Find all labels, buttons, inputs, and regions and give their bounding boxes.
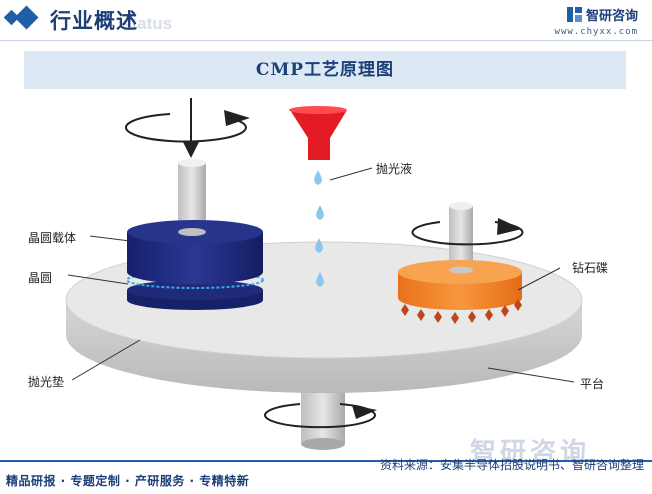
slurry-funnel [289, 106, 347, 160]
label-slurry: 抛光液 [376, 162, 413, 176]
label-wafer: 晶圆 [28, 271, 53, 285]
page-title: 行业概述 [50, 9, 138, 33]
label-platen: 平台 [580, 377, 605, 391]
label-wafer-carrier: 晶圆载体 [28, 231, 77, 245]
diamond-disk [398, 202, 522, 324]
disk-rotation-arrow-icon [411, 218, 524, 246]
leader-lines [67, 167, 575, 383]
brand-url: www.chyxx.com [554, 27, 638, 37]
footer-source: 资料来源：安集半导体招股说明书、智研咨询整理 [379, 458, 644, 472]
header-ghost-text: status [122, 14, 173, 33]
watermark-text: 智研咨询 [470, 438, 591, 468]
page-footer: 精品研报 · 专题定制 · 产研服务 · 专精特新 资料来源：安集半导体招股说明… [0, 458, 652, 494]
diagram-title-banner: CMP工艺原理图 [24, 51, 626, 89]
platen-rotation-arrow-icon [264, 403, 377, 429]
carrier-rotation-arrow-icon [124, 110, 250, 143]
brand-name: 智研咨询 [585, 9, 638, 24]
header-divider [0, 40, 652, 41]
brand-block: 智研咨询 www.chyxx.com [555, 4, 638, 37]
brand-logo-icon [566, 7, 582, 22]
diagram-title: CMP工艺原理图 [255, 60, 395, 80]
slurry-drops [314, 170, 324, 287]
wafer-carrier [126, 159, 264, 310]
footer-divider [0, 460, 652, 462]
page-header: status 行业概述 [0, 0, 652, 42]
label-polishing-pad: 抛光垫 [28, 375, 65, 389]
footer-tagline: 精品研报 · 专题定制 · 产研服务 · 专精特新 [6, 474, 250, 488]
label-diamond-disk: 钻石碟 [572, 261, 609, 275]
